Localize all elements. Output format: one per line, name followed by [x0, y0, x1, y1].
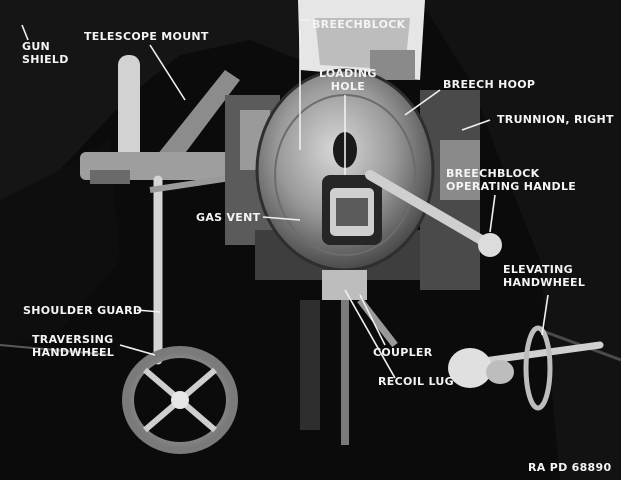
- label-breechblock: BREECHBLOCK: [312, 18, 406, 31]
- breechblock-operating-handle: [365, 170, 502, 257]
- label-shoulder-guard: SHOULDER GUARD: [23, 304, 143, 317]
- label-trunnion-right: TRUNNION, RIGHT: [497, 113, 614, 126]
- label-loading-hole: LOADING HOLE: [319, 67, 377, 93]
- label-breechblock-operating-handle: BREECHBLOCK OPERATING HANDLE: [446, 167, 577, 193]
- traversing-handwheel: [122, 346, 238, 454]
- telescope-mount: [80, 55, 240, 184]
- coupler: [300, 270, 398, 445]
- leader-lines: [21, 19, 549, 379]
- top-frame: [298, 0, 425, 80]
- label-traversing-handwheel: TRAVERSING HANDWHEEL: [32, 333, 115, 359]
- label-gas-vent: GAS VENT: [196, 211, 261, 224]
- label-telescope-mount: TELESCOPE MOUNT: [84, 30, 209, 43]
- reference-code: RA PD 68890: [528, 461, 612, 474]
- elevating-handwheel: [448, 325, 604, 411]
- label-coupler: COUPLER: [373, 346, 433, 359]
- label-breech-hoop: BREECH HOOP: [443, 78, 536, 91]
- label-recoil-lug: RECOIL LUG: [378, 375, 454, 388]
- label-gun-shield: GUN SHIELD: [22, 40, 69, 66]
- label-elevating-handwheel: ELEVATING HANDWHEEL: [503, 263, 586, 289]
